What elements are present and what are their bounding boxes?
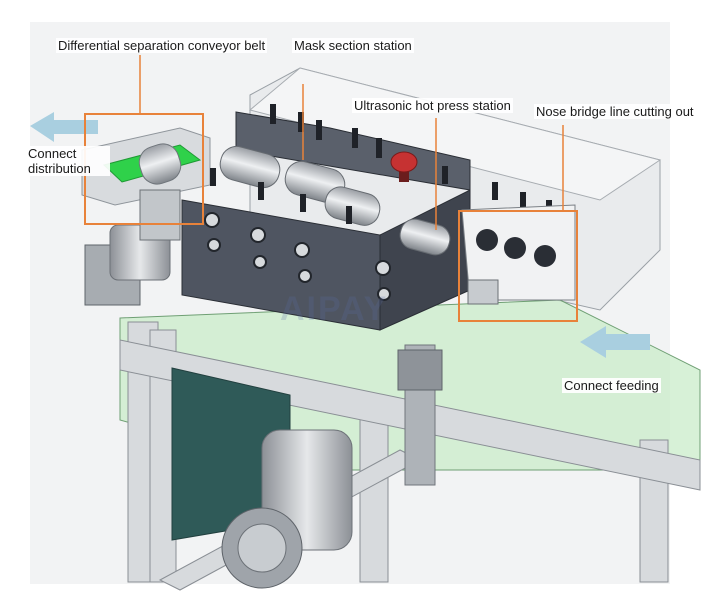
watermark: AIPAY [280,290,389,328]
callout-box-nose-bridge [458,210,578,322]
arrow-connect-distribution-icon [30,112,98,142]
station-rollers [219,145,451,256]
nose-bridge-cutter [461,204,576,305]
callout-leader-lines [139,55,564,230]
plate-holes [204,212,391,301]
belt-roller [138,143,182,185]
label-connect-distribution: Connect distribution [26,146,110,176]
label-connect-feeding: Connect feeding [562,378,661,393]
label-nose-bridge-line-cutting-out: Nose bridge line cutting out [534,104,696,119]
label-ultrasonic-hot-press-station: Ultrasonic hot press station [352,98,513,113]
left-gear-motor [84,189,181,306]
label-mask-section-station: Mask section station [292,38,414,53]
lower-motor [221,429,353,589]
arrow-connect-feeding-icon [580,326,650,358]
emergency-stop-icon [390,151,418,182]
label-differential-separation-conveyor-belt: Differential separation conveyor belt [56,38,268,53]
press-flange [397,349,443,391]
